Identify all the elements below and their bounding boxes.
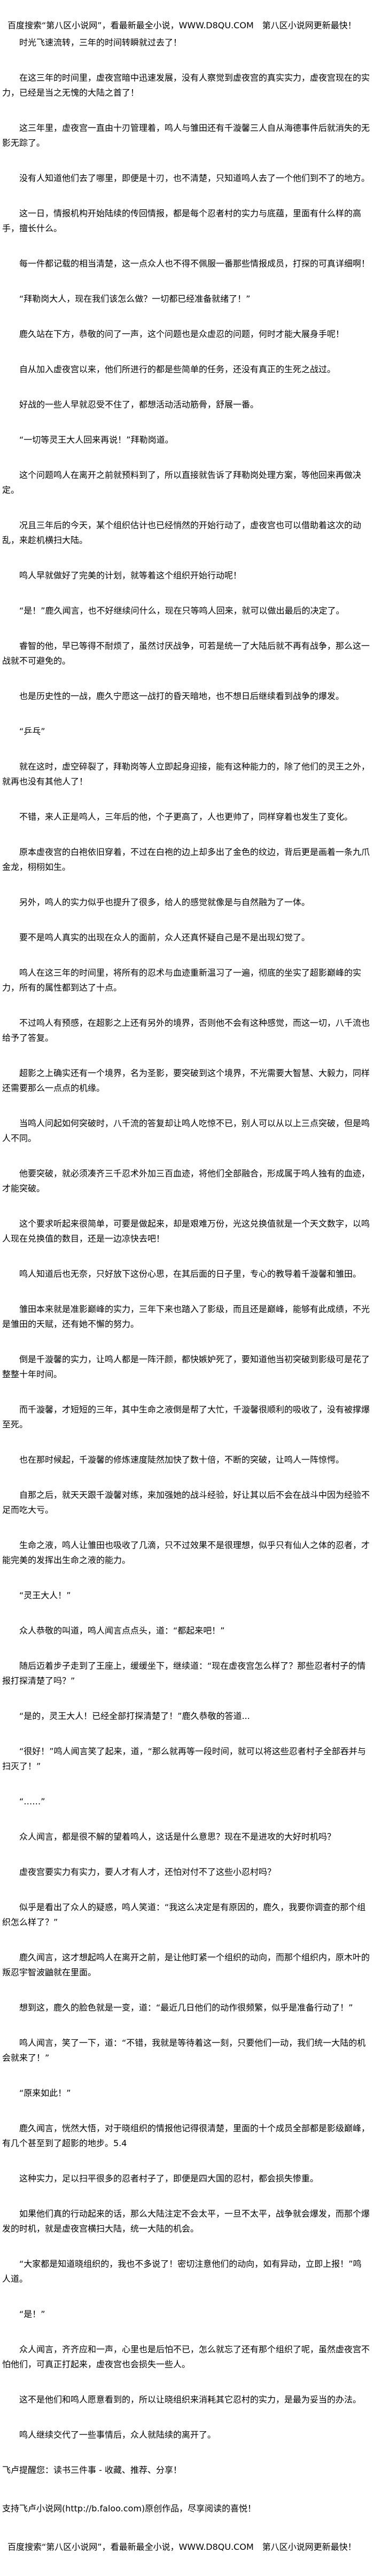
chapter-paragraph: “是！”	[19, 2309, 45, 2319]
chapter-paragraph: “……”	[19, 1796, 45, 1807]
ad-banner-bottom: 百度搜索“第八区小说网”，看最新最全小说，WWW.D8QU.COM 第八区小说网…	[7, 2542, 356, 2552]
chapter-paragraph: 这个要求听起来很简单，可要是做起来，却是艰难万份，光这兑换值就是一个天文数字，以…	[2, 1219, 370, 1244]
chapter-paragraph: 雏田本来就是准影巅峰的实力，三年下来也踏入了影级，而且还是巅峰，能够有此成绩，不…	[2, 1304, 370, 1329]
chapter-paragraph: 自从加入虚夜宫以来，他们所进行的都是些简单的任务，还没有真正的生死之战过。	[19, 364, 336, 374]
chapter-paragraph: 倒是千漩馨的实力，让鸣人都是一阵汗颜，都快嫉妒死了，要知道他当初突破到影级可是花…	[2, 1354, 370, 1379]
chapter-paragraph: 虚夜宫要实力有实力，要人才有人才，还怕对付不了这些小忍村吗？	[19, 1867, 276, 1877]
chapter-paragraph: “是！”鹿久闻言，也不好继续问什么，现在只等鸣人回来，就可以做出最后的决定了。	[19, 606, 345, 616]
chapter-paragraph: 鹿久闻言，这才想起鸣人在离开之前，是让他盯紧一个组织的动向，而那个组织内，原木叶…	[2, 1952, 370, 1977]
chapter-paragraph: 他要突破，就必须凑齐三千忍术外加三百血迹，将他们全部融合，形成属于鸣人独有的血迹…	[2, 1168, 370, 1193]
chapter-paragraph: 没有人知道他们去了哪里，即便是十刃，也不清楚，只知道鸣人去了一个他们到不了的地方…	[19, 173, 370, 183]
chapter-paragraph: 这不是他们和鸣人愿意看到的，所以让晓组织来消耗其它忍村的实力，是最为妥当的办法。	[19, 2394, 362, 2405]
chapter-paragraph: 这一日，情报机构开始陆续的传回情报，都是每个忍者村的实力与底蕴，里面有什么样的高…	[2, 208, 362, 233]
chapter-paragraph: 时光飞速流转，三年的时间转瞬就过去了！	[19, 37, 182, 48]
chapter-paragraph: 在这三年的时间里，虚夜宫暗中迅速发展，没有人察觉到虚夜宫的真实实力，虚夜宫现在的…	[2, 73, 370, 98]
chapter-paragraph: 如果他们真的行动起来的话，那么大陆注定不会太平，一旦不太平，战争就会爆发，而那个…	[2, 2209, 370, 2234]
chapter-paragraph: 每一件都记载的相当清楚，这一点众人也不得不佩服一番那些情报成员，打探的可真详细啊…	[19, 258, 370, 269]
chapter-paragraph: “大家都是知道晓组织的，我也不多说了！密切注意他们的动向，如有异动，立即上报！”…	[2, 2259, 362, 2284]
chapter-paragraph: “乒乓”	[19, 726, 45, 736]
chapter-paragraph: 众人闻言，都是很不解的望着鸣人，这话是什么意思？现在不是进攻的大好时机吗？	[19, 1832, 336, 1842]
chapter-paragraph: 众人恭敬的叫道，鸣人闻言点点头，道：“都起来吧！”	[19, 1625, 225, 1636]
chapter-paragraph: 这种实力，足以扫平很多的忍者村子了，即便是四大国的忍村，都会损失惨重。	[19, 2173, 319, 2184]
chapter-paragraph: 鹿久闻言，恍然大悟，对于晓组织的情报他记得很清楚，里面的十个成员全部都是影级巅峰…	[2, 2123, 370, 2148]
chapter-body: 时光飞速流转，三年的时间转瞬就过去了！ 在这三年的时间里，虚夜宫暗中迅速发展，没有…	[2, 35, 370, 2443]
chapter-paragraph: 要不是鸣人真实的出现在众人的面前，众人还真怀疑自己是不是出现幻觉了。	[19, 932, 310, 943]
chapter-paragraph: “是的，灵王大人！已经全部打探清楚了！”鹿久恭敬的答道...	[19, 1711, 250, 1721]
chapter-paragraph: 原本虚夜宫的白袍依旧穿着，不过在白袍的边上却多出了金色的纹边，背后更是画着一条九…	[2, 847, 370, 872]
footer-support-link[interactable]: 支持飞卢小说网(http://b.faloo.com)原创作品，尽享阅读的喜悦！	[2, 2503, 256, 2514]
chapter-paragraph: “很好！”鸣人闻言笑了起来，道，“那么就再等一段时间，就可以将这些忍者村子全部吞…	[2, 1746, 366, 1771]
chapter-paragraph: 不过鸣人有预感，在超影之上还有另外的境界，否则他不会有这种感觉，而这一切，八千流…	[2, 1018, 370, 1043]
chapter-paragraph: 也在那时候起，千漩馨的修炼速度陡然加快了数十倍，不断的突破，让鸣人一阵惊愕。	[19, 1455, 345, 1465]
chapter-paragraph: 超影之上确实还有一个境界，名为圣影，要突破到这个境界，不光需要大智慧、大毅力，同…	[2, 1068, 370, 1093]
chapter-paragraph: 这三年里，虚夜宫一直由十刃管理着，鸣人与雏田还有千漩馨三人自从海德事件后就消失的…	[2, 123, 370, 148]
chapter-paragraph: 就在这时，虚空碎裂了，拜勒岗等人立即起身迎接，能有这种能力的，除了他们的灵王之外…	[2, 761, 370, 787]
chapter-paragraph: 况且三年后的今天，某个组织估计也已经悄然的开始行动了，虚夜宫也可以借助着这次的动…	[2, 520, 362, 545]
chapter-paragraph: “一切等灵王大人回来再说！”拜勒岗道。	[19, 435, 174, 445]
chapter-paragraph: 好战的一些人早就忍受不住了，都想活动活动筋骨，舒展一番。	[19, 399, 259, 410]
chapter-paragraph: “灵王大人！”	[19, 1590, 71, 1600]
chapter-paragraph: 睿智的他，早已等得不耐烦了，虽然讨厌战争，可若是统一了大陆后就不再有战争，那么这…	[2, 641, 370, 666]
chapter-paragraph: 鸣人知道后也无奈，只好放下这份心思，在其后面的日子里，专心的教导着千漩馨和雏田。	[19, 1269, 362, 1279]
chapter-paragraph: 当鸣人问起如何突破时，八千流的答复却让鸣人吃惊不已，别人可以从以上三点突破，但是…	[2, 1118, 370, 1143]
chapter-paragraph: 自那之后，就天天跟千漩馨对练，来加强她的战斗经验，好让其以后不会在战斗中因为经验…	[2, 1490, 370, 1515]
chapter-paragraph: 众人闻言，齐齐应和一声，心里也是后怕不已，怎么就忘了还有那个组织了呢，虽然虚夜宫…	[2, 2344, 370, 2369]
chapter-paragraph: 另外，鸣人的实力似乎也提升了很多，给人的感觉就像是与自然融为了一体。	[19, 897, 310, 907]
chapter-paragraph: “拜勒岗大人，现在我们该怎么做？一切都已经准备就绪了！”	[19, 294, 251, 304]
chapter-paragraph: 而千漩馨，才短短的三年，其中生命之液倒是帮了大忙，千漩馨很顺利的吸收了，没有被撑…	[2, 1404, 370, 1430]
chapter-paragraph: 这个问题鸣人在离开之前就预料到了，所以直接就告诉了拜勒岗处理方案，等他回来再做决…	[2, 470, 362, 495]
chapter-paragraph: 想到这，鹿久的脸色就是一变，道：“最近几日他们的动作很频繁，似乎是准备行动了！”	[19, 2002, 353, 2013]
chapter-paragraph: 鸣人早就做好了完美的计划，就等着这个组织开始行动呢！	[19, 570, 242, 580]
chapter-paragraph: 鹿久站在下方，恭敬的问了一声，这个问题也是众虚忍的问题，何时才能大展身手呢！	[19, 329, 345, 339]
chapter-paragraph: 随后迈着步子走到了王座上，缓缓坐下，继续道：“现在虚夜宫怎么样了？那些忍者村子的…	[2, 1661, 366, 1686]
chapter-paragraph: 鸣人继续交代了一些事情后，众人就陆续的离开了。	[19, 2430, 216, 2440]
chapter-paragraph: 似乎是看出了众人的疑惑，鸣人笑道：“我这么决定是有原因的，鹿久，我要你调查的那个…	[2, 1902, 366, 1927]
footer-reminder: 飞卢提醒您：读书三件事 - 收藏、推荐、分享！	[2, 2465, 182, 2475]
ad-banner-top: 百度搜索“第八区小说网”，看最新最全小说，WWW.D8QU.COM 第八区小说网…	[7, 20, 356, 30]
chapter-paragraph: 也是历史性的一战，鹿久宁愿这一战打的昏天暗地，也不想日后继续看到战争的爆发。	[19, 691, 345, 701]
chapter-paragraph: 不错，来人正是鸣人，三年后的他，个子更高了，人也更帅了，同样穿着也发生了变化。	[19, 812, 353, 822]
chapter-paragraph: “原来如此！”	[19, 2088, 71, 2098]
chapter-paragraph: 鸣人闻言，笑了一下，道：“不错，我就是等待着这一刻，只要他们一动，我们统一大陆的…	[2, 2038, 366, 2063]
chapter-paragraph: 生命之液，鸣人让雏田也吸收了几滴，只不过效果不是很理想，似乎只有仙人之体的忍者，…	[2, 1540, 370, 1565]
chapter-paragraph: 鸣人在这三年的时间里，将所有的忍术与血迹重新温习了一遍，彻底的坐实了超影巅峰的实…	[2, 968, 362, 993]
